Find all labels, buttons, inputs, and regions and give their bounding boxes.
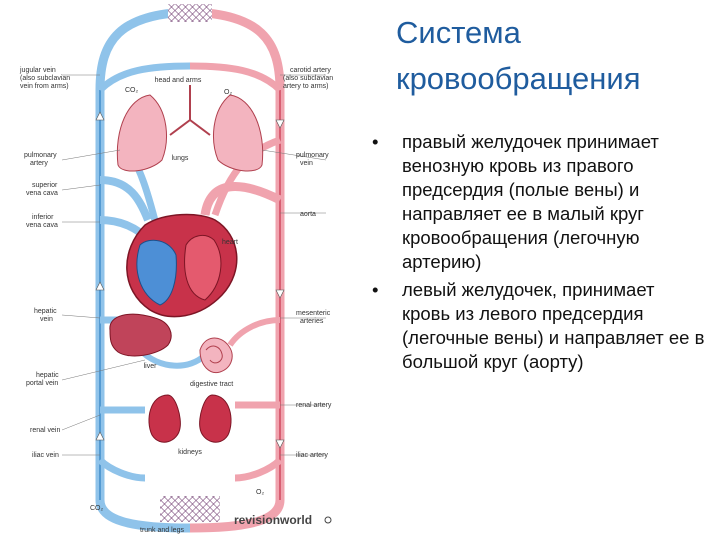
carotid-artery-vessel <box>189 7 285 91</box>
bullet-icon: • <box>372 279 379 300</box>
iliac-artery-vessel <box>234 457 283 482</box>
bullet-icon: • <box>372 131 379 152</box>
label-liver: liver <box>144 363 158 370</box>
aorta-vessel <box>189 90 285 533</box>
slide-title-line-2: кровообращения <box>396 61 641 96</box>
superior-vena-cava-vessel <box>99 176 152 222</box>
heart-organ <box>126 213 238 318</box>
label-heart: heart <box>222 239 238 246</box>
arrow-icon <box>95 431 105 441</box>
aortic-arch-vessel <box>200 182 283 216</box>
digestive-tract-organ <box>199 337 233 374</box>
arrow-icon <box>95 281 105 291</box>
label-co2-top: CO₂ <box>125 87 139 94</box>
slide-title: Система кровообращения <box>396 10 641 102</box>
brand-logo: revisionworld <box>234 513 312 527</box>
mesenteric-artery-vessel <box>227 317 281 347</box>
arrow-icon <box>95 111 105 121</box>
label-head-and-arms: head and arms <box>155 77 202 84</box>
iliac-vein-vessel <box>97 457 146 482</box>
liver-organ <box>109 313 172 357</box>
label-aorta: aorta <box>300 211 316 218</box>
slide-title-line-1: Система <box>396 15 521 50</box>
label-renal-vein: renal vein <box>30 427 60 434</box>
right-ventricle <box>136 239 177 306</box>
text-panel: Система кровообращения • правый желудоче… <box>368 0 713 540</box>
left-ventricle <box>184 234 222 301</box>
label-digestive-tract: digestive tract <box>190 381 233 388</box>
left-lung-organ <box>116 94 167 172</box>
head-capillary-bed <box>168 4 212 22</box>
flow-arrows <box>95 111 285 449</box>
label-trunk-and-legs: trunk and legs <box>140 527 184 534</box>
trunk-capillary-bed <box>160 496 220 522</box>
head-vein-loop <box>97 62 191 93</box>
head-artery-loop <box>189 62 283 93</box>
bullet-list: • правый желудочек принимает венозную кр… <box>368 130 706 378</box>
jugular-vein-vessel <box>95 7 191 91</box>
bullet-text: левый желудочек, принимает кровь из лево… <box>402 279 705 372</box>
label-iliac-artery: iliac artery <box>296 452 328 459</box>
bullet-item: • правый желудочек принимает венозную кр… <box>368 130 706 274</box>
label-o2-top: O₂ <box>224 89 232 96</box>
vena-cava-vessel <box>95 90 191 533</box>
brand-globe-icon <box>324 516 332 524</box>
leader-lines <box>61 74 327 456</box>
right-kidney-organ <box>199 394 232 443</box>
label-co2-bottom: CO₂ <box>90 505 104 512</box>
label-o2-bottom: O₂ <box>256 489 264 496</box>
arrow-icon <box>275 439 285 449</box>
bullet-item: • левый желудочек, принимает кровь из ле… <box>368 278 706 374</box>
label-renal-artery: renal artery <box>296 402 332 409</box>
arrow-icon <box>275 289 285 299</box>
arrow-icon <box>275 119 285 129</box>
label-kidneys: kidneys <box>178 449 202 456</box>
left-kidney-organ <box>148 394 181 443</box>
label-iliac-vein: iliac vein <box>32 452 59 459</box>
label-lungs: lungs <box>172 155 189 162</box>
bullet-text: правый желудочек принимает венозную кров… <box>402 131 659 272</box>
right-lung-organ <box>213 94 264 172</box>
